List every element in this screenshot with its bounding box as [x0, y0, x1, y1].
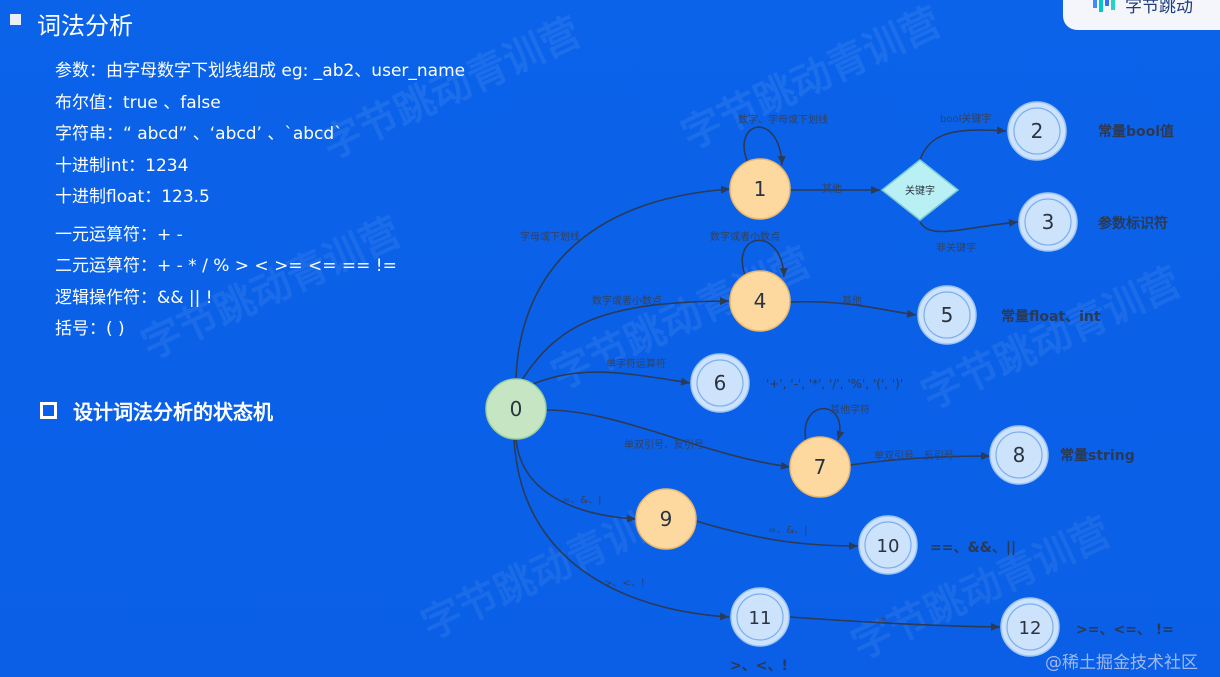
source-credit: @稀土掘金技术社区	[1045, 653, 1198, 673]
node-label: 12	[1019, 618, 1042, 639]
edge-label: 单双引号、反引号	[624, 439, 704, 451]
state-node-5: 5	[917, 285, 977, 345]
edge-label: =、&、|	[768, 525, 808, 536]
state-node-3: 3	[1018, 192, 1078, 252]
edge-9-10	[695, 520, 859, 550]
definition-unary-operators: 一元运算符：+ -	[55, 224, 183, 245]
title-bullet-icon	[10, 14, 21, 25]
state-node-10: 10	[858, 515, 918, 575]
edge-1-1-loop	[743, 126, 786, 166]
definition-binary-operators: 二元运算符：+ - * / % > < >= <= == !=	[55, 256, 397, 276]
edge-label: 单字符运算符	[606, 357, 666, 370]
node-label: 0	[510, 397, 523, 421]
edge-label: 数字或者小数点	[592, 294, 662, 307]
edge-0-4	[521, 297, 730, 381]
definition-list: 参数：由字母数字下划线组成 eg: _ab2、user_name 布尔值：tru…	[55, 56, 465, 346]
bytedance-logo-icon	[1093, 0, 1115, 12]
edge-label: 数字或者小数点	[710, 230, 780, 243]
state-node-8: 8	[989, 425, 1049, 485]
annotation-double-ops: ==、&&、||	[930, 540, 1016, 556]
page-title: 词法分析	[37, 12, 133, 40]
annotation-identifier: 参数标识符	[1098, 215, 1168, 232]
edge-0-11	[513, 437, 730, 621]
edge-4-5	[789, 300, 917, 318]
logo-badge: 字节跳动	[1063, 0, 1220, 30]
node-label: 5	[941, 303, 954, 327]
edge-0-6	[527, 371, 691, 387]
state-node-0: 0	[485, 378, 547, 440]
section-heading-text: 设计词法分析的状态机	[73, 400, 273, 424]
edge-label: 非关键字	[936, 241, 976, 254]
node-label: 6	[714, 371, 727, 395]
edge-label: 其他	[842, 294, 862, 307]
edge-0-9	[515, 437, 637, 523]
state-node-1: 1	[729, 158, 791, 220]
edge-11-12	[789, 616, 1001, 631]
edge-7-7-loop	[804, 407, 845, 442]
definition-boolean: 布尔值：true 、false	[55, 92, 221, 113]
edge-label: =	[878, 614, 886, 625]
definition-brackets: 括号：( )	[55, 319, 125, 339]
definition-int: 十进制int：1234	[55, 155, 189, 176]
edge-kw-2	[919, 126, 1007, 161]
node-label: 11	[749, 608, 772, 629]
edge-label: 字母或下划线	[520, 230, 580, 243]
definition-identifier: 参数：由字母数字下划线组成 eg: _ab2、user_name	[55, 61, 466, 81]
node-label: 关键字	[905, 184, 935, 197]
edge-label: 单双引号、反引号	[874, 450, 954, 462]
edge-label: >、<、!	[604, 578, 645, 589]
annotation-single-char-ops: '+', '-', '*', '/', '%', '(', ')'	[766, 377, 903, 391]
logo-text: 字节跳动	[1125, 0, 1193, 17]
edge-label: bool关键字	[940, 112, 991, 125]
definition-logical-operators: 逻辑操作符：&& || !	[55, 287, 213, 308]
annotation-compare-single: >、<、!	[730, 658, 788, 674]
decision-node-keyword: 关键字	[880, 159, 960, 221]
node-label: 3	[1042, 210, 1055, 234]
state-node-11: 11	[730, 587, 790, 647]
edge-label: =、&、|	[562, 495, 602, 506]
edge-0-1	[515, 185, 731, 379]
state-node-7: 7	[789, 436, 851, 498]
state-node-6: 6	[690, 353, 750, 413]
annotation-number: 常量float、int	[1001, 308, 1101, 325]
node-label: 8	[1013, 443, 1026, 467]
node-label: 10	[877, 536, 900, 557]
state-node-12: 12	[1000, 597, 1060, 657]
edge-4-4-loop	[741, 239, 788, 278]
state-node-2: 2	[1007, 101, 1067, 161]
annotation-bool: 常量bool值	[1098, 123, 1174, 140]
edge-label: 其他字符	[830, 403, 870, 416]
state-node-4: 4	[729, 270, 791, 332]
node-label: 4	[754, 289, 767, 313]
edge-7-8	[849, 452, 991, 466]
node-label: 2	[1031, 119, 1044, 143]
annotation-string: 常量string	[1060, 447, 1135, 464]
section-heading: 设计词法分析的状态机	[40, 396, 273, 425]
definition-string: 字符串：“ abcd” 、‘abcd’ 、`abcd`	[55, 124, 343, 144]
definition-float: 十进制float：123.5	[55, 187, 210, 207]
node-label: 9	[660, 507, 673, 531]
annotation-compare-double: >=、<=、 !=	[1076, 622, 1174, 638]
edge-0-7	[545, 409, 791, 470]
state-node-9: 9	[635, 488, 697, 550]
edge-label: 数字、字母或下划线	[738, 113, 828, 126]
section-bullet-icon	[40, 402, 57, 419]
node-label: 7	[814, 455, 827, 479]
edge-label: 其他	[822, 182, 842, 195]
node-label: 1	[754, 177, 767, 201]
edge-kw-3	[919, 218, 1019, 233]
